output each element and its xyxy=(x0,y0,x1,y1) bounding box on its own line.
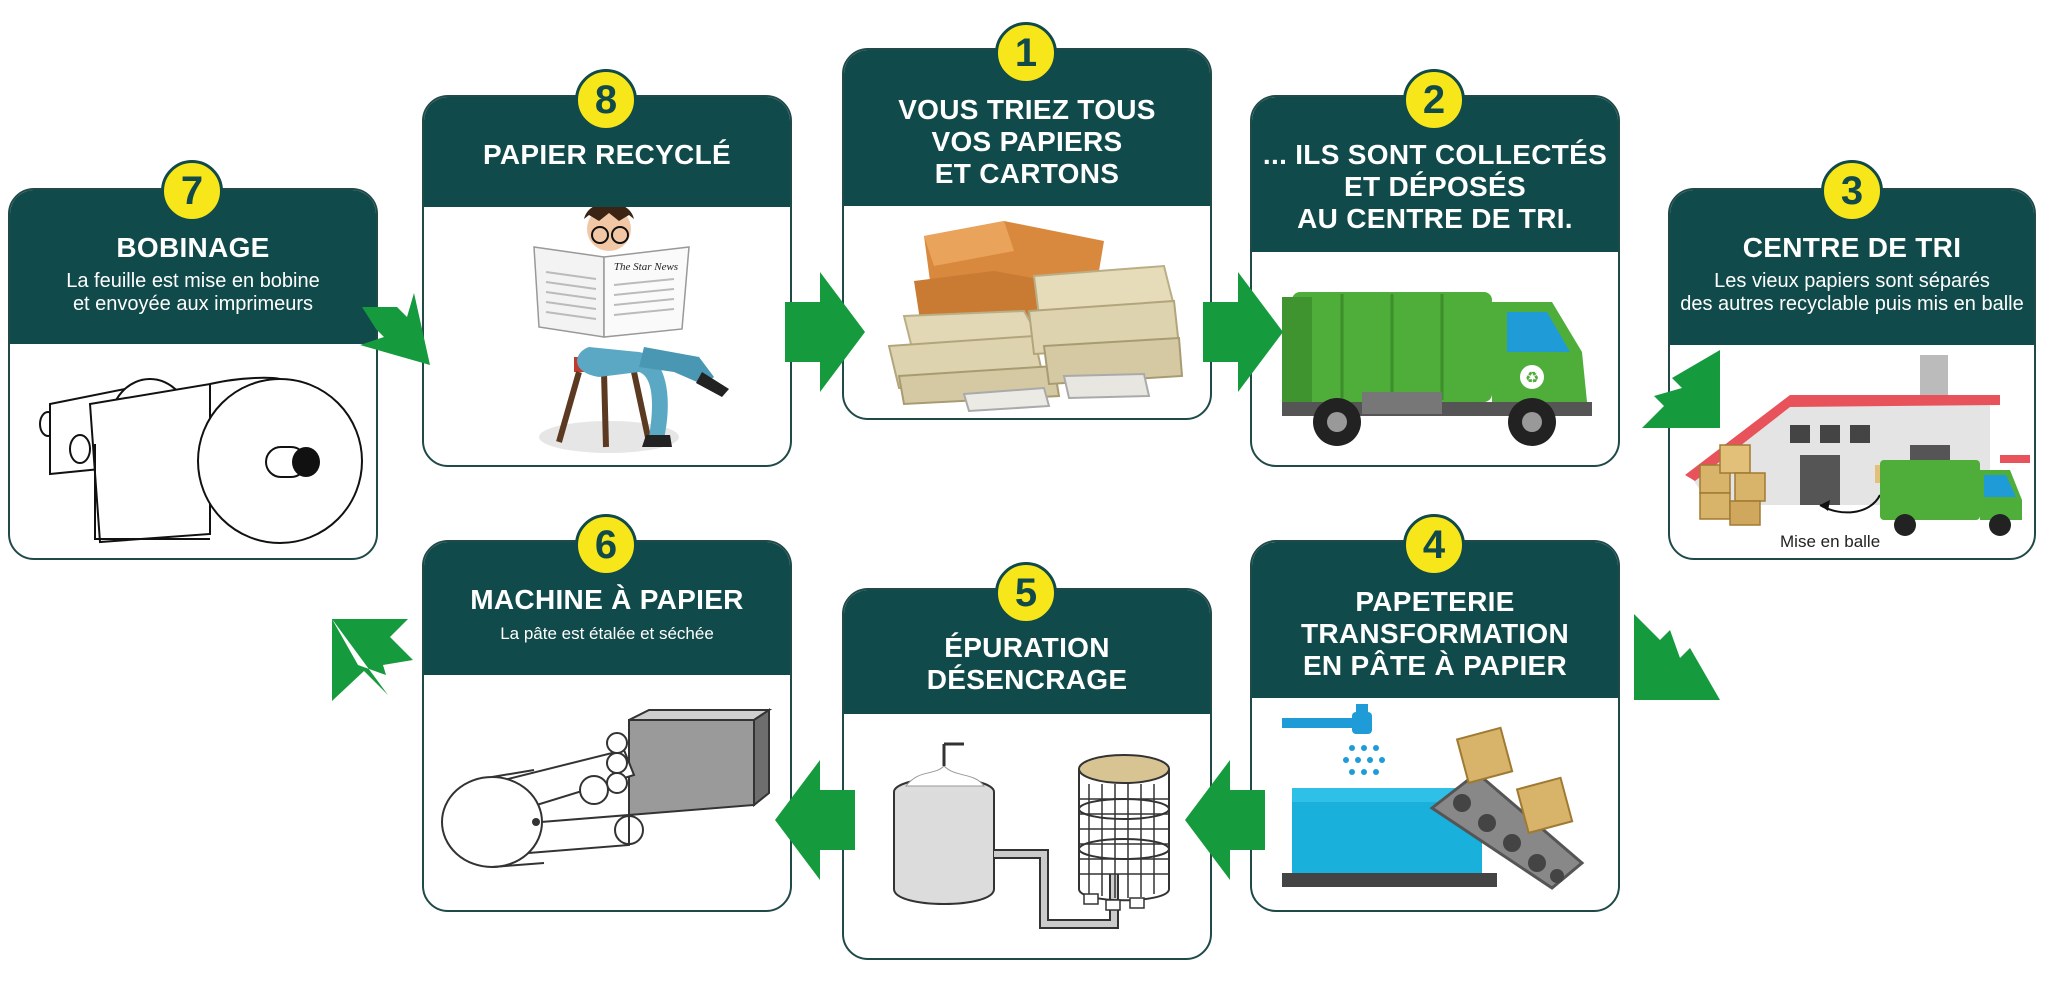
step-4-badge: 4 xyxy=(1403,514,1465,576)
arrow-diagonal-icon xyxy=(1634,614,1720,700)
step-7-title: BOBINAGE xyxy=(116,232,270,263)
paper-machine-illustration xyxy=(441,708,773,868)
step-2-title: ... ILS SONT COLLECTÉS ET DÉPOSÉS AU CEN… xyxy=(1262,139,1608,234)
step-1-badge: 1 xyxy=(995,22,1057,84)
papers-and-cardboard-pile-illustration xyxy=(887,221,1184,413)
step-8-card: PAPIER RECYCLÉ The Star News xyxy=(422,95,792,467)
step-6-subtitle: La pâte est étalée et séchée xyxy=(500,624,714,643)
step-2-badge: 2 xyxy=(1403,69,1465,131)
step-5-header: ÉPURATION DÉSENCRAGE xyxy=(844,590,1210,714)
step-8-header: PAPIER RECYCLÉ xyxy=(424,97,790,207)
arrow-diagonal-icon xyxy=(360,293,430,365)
step-4-title: PAPETERIE TRANSFORMATION EN PÂTE À PAPIE… xyxy=(1300,586,1570,681)
arrow-right-icon xyxy=(785,272,865,392)
step-7-card: BOBINAGE La feuille est mise en bobine e… xyxy=(8,188,378,560)
step-3-caption: Mise en balle xyxy=(1780,532,1881,551)
step-3-card: CENTRE DE TRI Les vieux papiers sont sép… xyxy=(1668,188,2036,560)
step-2-card: ... ILS SONT COLLECTÉS ET DÉPOSÉS AU CEN… xyxy=(1250,95,1620,467)
paper-roll-illustration xyxy=(39,376,363,544)
recycle-icon: ♻ xyxy=(1525,370,1539,387)
step-7-subtitle: La feuille est mise en bobine et envoyée… xyxy=(66,270,320,315)
arrow-left-icon xyxy=(775,760,855,880)
step-5-card: ÉPURATION DÉSENCRAGE xyxy=(842,588,1212,960)
step-1-title: VOUS TRIEZ TOUS VOS PAPIERS ET CARTONS xyxy=(898,94,1156,189)
step-6-badge: 6 xyxy=(575,514,637,576)
step-3-title: CENTRE DE TRI xyxy=(1742,232,1962,263)
step-6-card: MACHINE À PAPIER La pâte est étalée et s… xyxy=(422,540,792,912)
step-3-subtitle: Les vieux papiers sont séparés des autre… xyxy=(1680,270,2024,315)
step-3-badge: 3 xyxy=(1821,160,1883,222)
arrow-diagonal-icon xyxy=(332,619,413,701)
step-8-title: PAPIER RECYCLÉ xyxy=(483,139,731,170)
pulp-tank-conveyor-illustration xyxy=(1282,704,1585,890)
arrow-right-icon xyxy=(1203,272,1283,392)
step-5-badge: 5 xyxy=(995,562,1057,624)
step-8-badge: 8 xyxy=(575,69,637,131)
step-5-title: ÉPURATION DÉSENCRAGE xyxy=(926,632,1128,695)
arrow-diagonal-icon xyxy=(1642,350,1720,428)
garbage-truck-illustration: ♻ xyxy=(1282,292,1592,446)
man-reading-newspaper-illustration: The Star News xyxy=(533,207,729,453)
step-6-title: MACHINE À PAPIER xyxy=(470,584,744,615)
step-4-card: PAPETERIE TRANSFORMATION EN PÂTE À PAPIE… xyxy=(1250,540,1620,912)
sorting-center-illustration xyxy=(1685,355,2030,536)
step-1-card: VOUS TRIEZ TOUS VOS PAPIERS ET CARTONS xyxy=(842,48,1212,420)
step-7-badge: 7 xyxy=(161,160,223,222)
newspaper-masthead: The Star News xyxy=(614,261,678,273)
arrow-left-icon xyxy=(1185,760,1265,880)
deinking-tank-and-sieve-illustration xyxy=(893,742,1170,929)
